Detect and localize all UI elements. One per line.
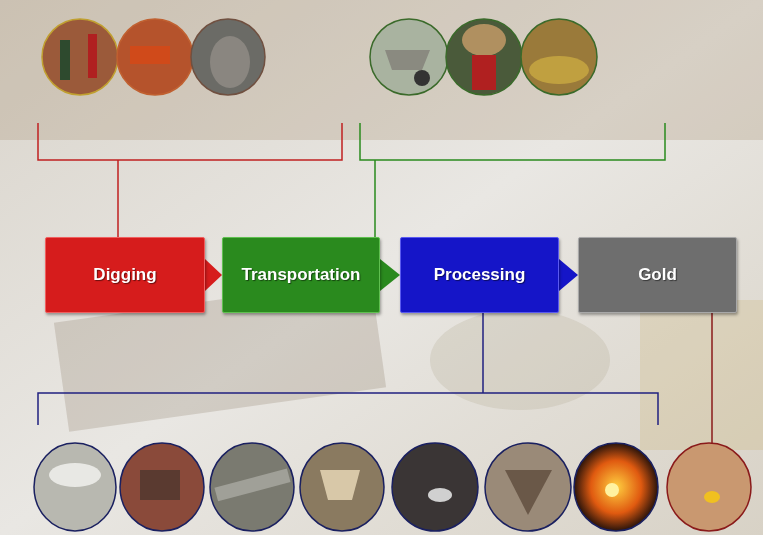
photo-circle (34, 443, 751, 531)
flow-arrow (205, 259, 222, 291)
box-label: Processing (434, 265, 526, 285)
flow-arrow (559, 259, 578, 291)
photo-detail (49, 463, 720, 515)
box-label: Digging (93, 265, 156, 285)
box-label: Gold (638, 265, 677, 285)
flow-arrow (380, 259, 400, 291)
faded-photo (0, 0, 763, 450)
photo-circle (42, 19, 597, 95)
process-box: Digging (45, 237, 205, 313)
process-box: Transportation (222, 237, 380, 313)
process-box: Gold (578, 237, 737, 313)
process-box: Processing (400, 237, 559, 313)
box-label: Transportation (241, 265, 360, 285)
